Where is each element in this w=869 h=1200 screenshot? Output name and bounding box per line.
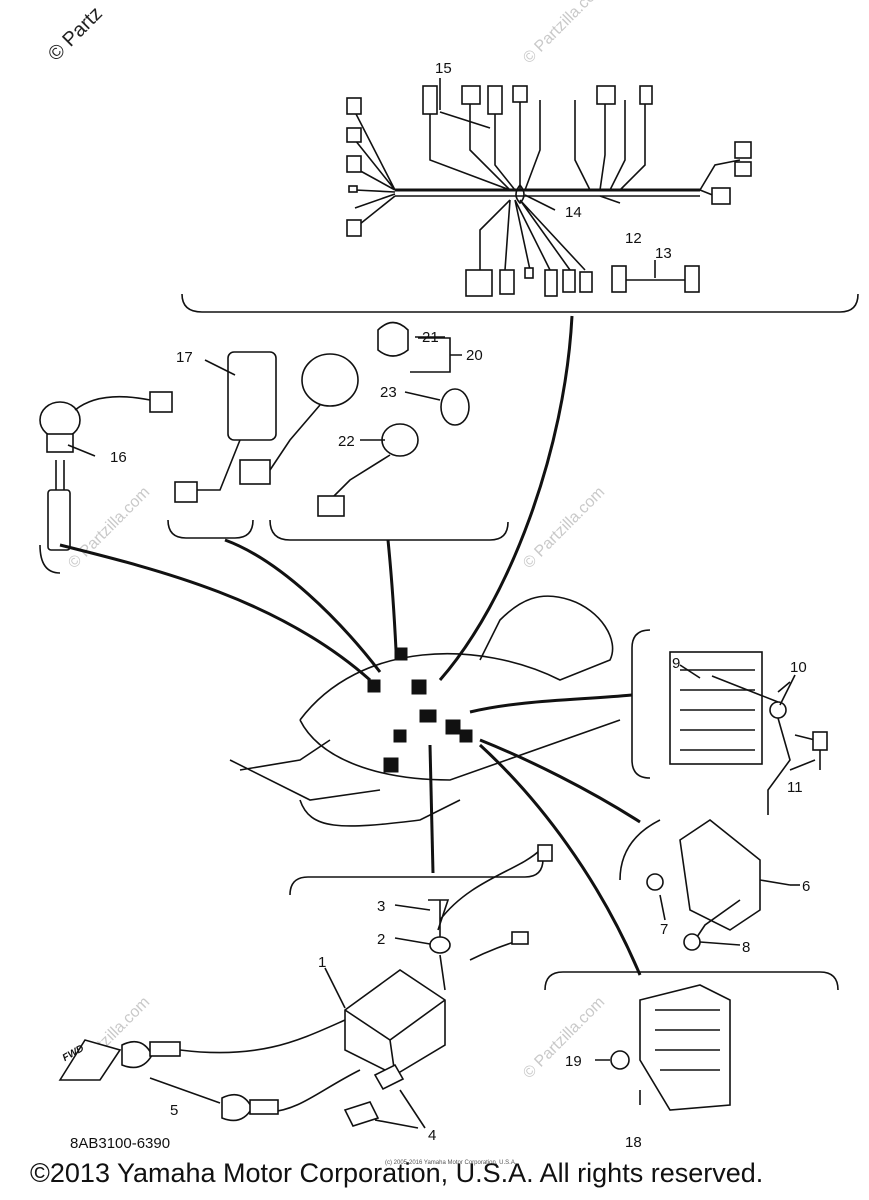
callout-4: 4 — [428, 1127, 436, 1144]
callout-18: 18 — [625, 1134, 642, 1151]
cdi-group — [479, 738, 791, 951]
callout-6: 6 — [802, 878, 810, 895]
wire-harness-group — [181, 85, 859, 681]
callout-21: 21 — [422, 329, 439, 346]
callout-12: 12 — [625, 230, 642, 247]
source-copyright: (c) 2005-2016 Yamaha Motor Corporation, … — [385, 1160, 517, 1166]
rectifier-group — [478, 743, 839, 1111]
leader-lines — [67, 78, 816, 1009]
callout-3: 3 — [377, 898, 385, 915]
callout-20: 20 — [466, 347, 483, 364]
callout-1: 1 — [318, 954, 326, 971]
callout-7: 7 — [660, 921, 668, 938]
callout-5: 5 — [170, 1102, 178, 1119]
callout-8: 8 — [742, 939, 750, 956]
switch-group — [39, 321, 509, 682]
regulator-group — [469, 629, 828, 815]
callout-labels: 1 2 3 4 5 6 7 8 9 10 11 12 13 14 15 16 1… — [110, 60, 810, 1151]
callout-22: 22 — [338, 433, 355, 450]
callout-2: 2 — [377, 931, 385, 948]
callout-11: 11 — [787, 779, 803, 796]
callout-13: 13 — [655, 245, 672, 262]
callout-16: 16 — [110, 449, 127, 466]
ignition-coil-group — [58, 744, 553, 1129]
callout-19: 19 — [565, 1053, 582, 1070]
callout-17: 17 — [176, 349, 193, 366]
callout-23: 23 — [380, 384, 397, 401]
copyright-notice: ©2013 Yamaha Motor Corporation, U.S.A. A… — [30, 1158, 764, 1188]
callout-10: 10 — [790, 659, 807, 676]
snowmobile-body — [229, 595, 621, 827]
callout-15: 15 — [435, 60, 452, 77]
callout-14: 14 — [565, 204, 582, 221]
diagram-code: 8AB3100-6390 — [70, 1135, 171, 1152]
callout-9: 9 — [672, 655, 680, 672]
